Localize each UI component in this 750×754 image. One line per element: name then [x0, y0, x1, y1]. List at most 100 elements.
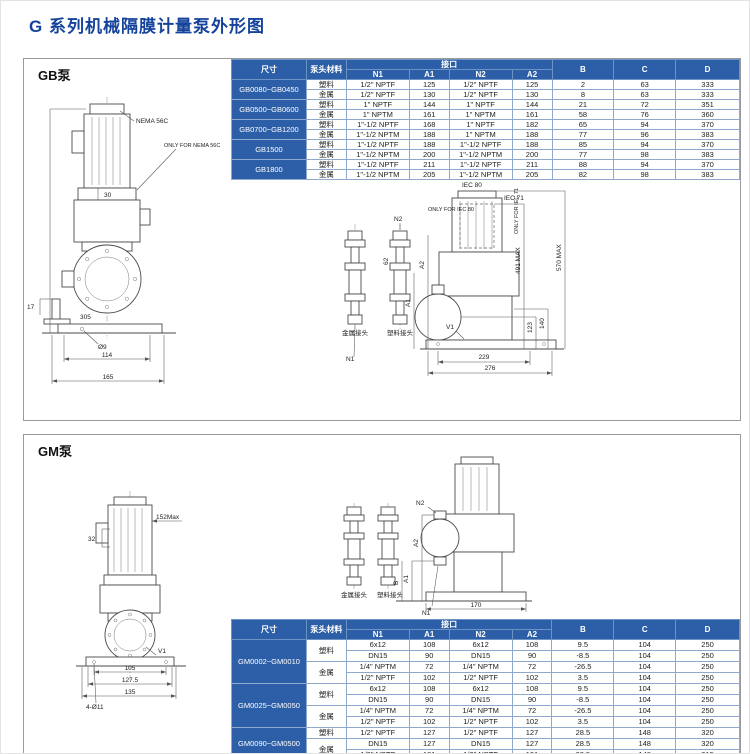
head-fitting	[61, 270, 75, 288]
gb-outline-drawing: NEMA 56C ONLY FOR NEMA 56C 30 17 305 Ø9 …	[27, 97, 566, 384]
material-cell: 金属	[305, 89, 347, 100]
cell-a2: 90	[511, 650, 553, 662]
cell-n1: 1"-1/2 NPTM	[345, 129, 410, 140]
gm-table-header: 尺寸 泵头材料 接口 B C D N1 A1 N2 A2	[231, 619, 740, 640]
motor-body	[83, 113, 131, 189]
material-cell: 金属	[305, 705, 347, 728]
table-row: GM0025~GM0050 塑料 6x12 108 6x12 108 9.5 1…	[231, 683, 740, 728]
cell-c: 148	[613, 749, 677, 753]
only-for-iec80-label: ONLY FOR IEC 80	[428, 207, 474, 213]
material-cell: 塑料	[305, 99, 347, 110]
table-row: GB0700~GB1200 塑料 1"-1/2 NPTF 168 1" NPTF…	[231, 119, 740, 140]
cell-a2: 125	[511, 79, 553, 90]
cell-d: 250	[675, 650, 740, 662]
size-cell: GM0025~GM0050	[231, 683, 307, 728]
table-row: GM0002~GM0010 塑料 6x12 108 6x12 108 9.5 1…	[231, 639, 740, 684]
cell-c: 148	[613, 727, 677, 739]
cell-b: 77	[551, 149, 615, 160]
cell-c: 104	[613, 672, 677, 684]
cell-c: 94	[613, 139, 677, 150]
cell-n2: 6x12	[448, 683, 513, 695]
table-row: 金属 1" NPTM 161 1" NPTM 161 58 76 360	[232, 109, 740, 120]
size-cell: GB1800	[231, 159, 307, 180]
cell-a1: 211	[408, 159, 450, 170]
plastic-fitting-detail	[389, 224, 411, 329]
cell-d: 383	[675, 149, 740, 160]
cell-n2: 1" NPTF	[448, 119, 513, 130]
material-cell: 塑料	[305, 639, 347, 662]
cell-n2: DN15	[448, 694, 513, 706]
cell-c: 104	[613, 683, 677, 695]
cell-a2: 102	[511, 716, 553, 728]
cell-b: 77	[551, 129, 615, 140]
cell-n1: 6x12	[345, 639, 410, 651]
plastic-fitting-detail	[377, 503, 399, 589]
cell-n1: 1" NPTF	[345, 99, 410, 110]
cell-b: 32.5	[551, 749, 615, 753]
cell-n2: 1"-1/2 NPTF	[448, 159, 513, 170]
a1-label: A1	[405, 299, 412, 307]
gb-front-view-drawing: NEMA 56C ONLY FOR NEMA 56C 30 17 305 Ø9 …	[27, 97, 220, 384]
table-row: GB0500~GB0600 塑料 1" NPTF 144 1" NPTF 144…	[231, 99, 740, 120]
cell-n1: 1/2" NPTF	[345, 727, 410, 739]
col-header-port: 接口	[345, 619, 553, 630]
cell-b: 21	[551, 99, 615, 110]
material-cell: 金属	[305, 661, 347, 684]
material-cell: 金属	[305, 109, 347, 120]
material-cell: 塑料	[305, 727, 347, 739]
material-cell: 金属	[305, 738, 347, 753]
plastic-fitting-label: 塑料接头	[377, 590, 404, 599]
cell-n2: 1" NPTM	[448, 109, 513, 120]
gm-dimensions-table: 尺寸 泵头材料 接口 B C D N1 A1 N2 A2 GM0002~GM00…	[231, 619, 740, 753]
anchor-hole	[92, 660, 96, 664]
cell-a2: 72	[511, 705, 553, 717]
table-row: GB1800 塑料 1"-1/2 NPTF 211 1"-1/2 NPTF 21…	[231, 159, 740, 180]
pump-head-side	[414, 293, 462, 341]
dim-114-label: 114	[102, 352, 113, 359]
gb-side-dimensions: IEC 80 IEC 71 ONLY FOR IEC 80 ONLY FOR I…	[342, 182, 566, 376]
cell-n1: 6x12	[345, 683, 410, 695]
cell-d: 333	[675, 79, 740, 90]
dim-570max-label: 570 MAX	[556, 244, 563, 271]
motor-cap	[89, 103, 125, 115]
iec80-label: IEC 80	[462, 182, 482, 189]
cell-a1: 131	[408, 749, 450, 753]
cell-a2: 211	[511, 159, 553, 170]
col-header-port: 接口	[345, 59, 553, 70]
table-row: GM0090~GM0500 塑料 1/2" NPTF 127 1/2" NPTF…	[231, 727, 740, 753]
cell-n2: DN15	[448, 650, 513, 662]
gm-front-view-drawing: 152Max 32 V1 105 127.5 135 4-Ø11	[76, 491, 186, 711]
cell-c: 94	[613, 119, 677, 130]
cell-n2: 1"-1/2 NPTF	[448, 139, 513, 150]
cell-n1: DN15	[345, 694, 410, 706]
table-row: 金属 1/2" NPTF 130 1/2" NPTF 130 8 63 333	[232, 89, 740, 100]
col-header-d: D	[675, 619, 740, 640]
iec71-motor-outline	[459, 203, 495, 249]
gb-side-view-drawing: IEC 80 IEC 71 ONLY FOR IEC 80 ONLY FOR I…	[342, 182, 566, 376]
table-row: 金属 DN15 127 DN15 127 28.5 148 320	[232, 738, 740, 753]
cell-a1: 144	[408, 99, 450, 110]
cell-c: 94	[613, 159, 677, 170]
gearbox	[99, 584, 161, 614]
cell-d: 351	[675, 99, 740, 110]
cell-n2: 1/2" NPTF	[448, 749, 513, 753]
cell-b: 2	[551, 79, 615, 90]
motor-cap-side	[457, 190, 497, 199]
gm-side-view-drawing: N2 A2 A1 B N1 170 金属接头 塑料接头	[341, 456, 532, 617]
dim-105-label: 105	[125, 665, 136, 672]
cell-a1: 127	[408, 727, 450, 739]
cell-b: 65	[551, 119, 615, 130]
cell-n2: 1/2" NPTF	[448, 79, 513, 90]
material-cell: 塑料	[305, 683, 347, 706]
cell-b: 9.5	[551, 639, 615, 651]
only-for-nema-56c-label: ONLY FOR NEMA 56C	[164, 143, 220, 149]
table-row: GB1500 塑料 1"-1/2 NPTF 188 1"-1/2 NPTF 18…	[231, 139, 740, 160]
cell-d: 250	[675, 683, 740, 695]
cell-a1: 188	[408, 129, 450, 140]
cell-b: -8.5	[551, 694, 615, 706]
gb-table-header: 尺寸 泵头材料 接口 B C D N1 A1 N2 A2	[231, 59, 740, 80]
pump-head-side	[420, 518, 460, 558]
cell-n2: 6x12	[448, 639, 513, 651]
page-title: G 系列机械隔膜计量泵外形图	[29, 17, 265, 36]
a2-label: A2	[419, 261, 426, 269]
